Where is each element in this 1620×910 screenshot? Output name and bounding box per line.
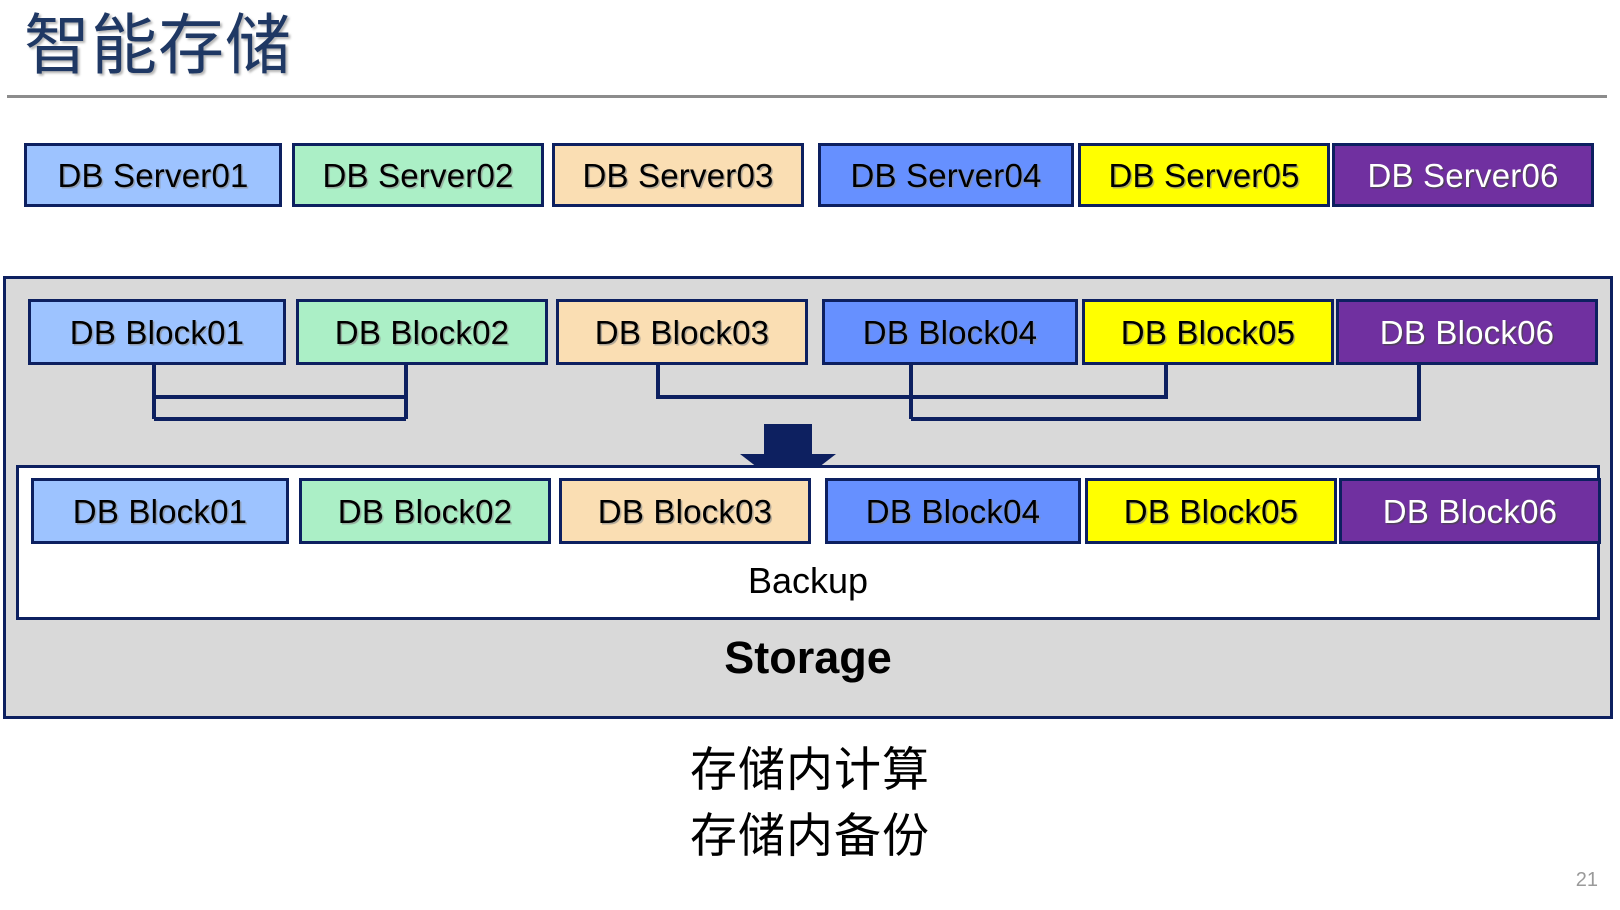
page-title: 智能存储 [24, 8, 292, 82]
db-server-box-5[interactable]: DB Server05 [1078, 143, 1330, 207]
db-server-box-3[interactable]: DB Server03 [552, 143, 804, 207]
db-block-primary-label: DB Block02 [334, 313, 510, 351]
backup-box: Backup DB Block01 DB Block02 DB Block03 DB … [16, 465, 1601, 620]
db-server-box-label: DB Server06 [1367, 156, 1559, 194]
db-block-backup-4[interactable]: DB Block04 [825, 478, 1081, 544]
db-server-box-label: DB Server05 [1108, 156, 1300, 194]
db-server-box-4[interactable]: DB Server04 [818, 143, 1074, 207]
db-block-backup-1[interactable]: DB Block01 [31, 478, 289, 544]
db-block-primary-6[interactable]: DB Block06 [1336, 299, 1598, 365]
db-block-backup-5[interactable]: DB Block05 [1085, 478, 1337, 544]
db-block-primary-4[interactable]: DB Block04 [822, 299, 1078, 365]
db-block-primary-2[interactable]: DB Block02 [296, 299, 548, 365]
db-block-backup-label: DB Block02 [337, 492, 513, 530]
db-server-box-6[interactable]: DB Server06 [1332, 143, 1594, 207]
db-server-box-label: DB Server04 [850, 156, 1042, 194]
db-block-backup-6[interactable]: DB Block06 [1339, 478, 1601, 544]
caption-line-2: 存储内备份 [690, 809, 930, 862]
backup-label: Backup [747, 560, 869, 601]
db-server-box-1[interactable]: DB Server01 [24, 143, 282, 207]
db-server-box-label: DB Server01 [57, 156, 249, 194]
db-block-backup-label: DB Block05 [1123, 492, 1299, 530]
db-block-backup-label: DB Block06 [1382, 492, 1558, 530]
db-block-backup-2[interactable]: DB Block02 [299, 478, 551, 544]
db-block-primary-label: DB Block06 [1379, 313, 1555, 351]
db-block-primary-label: DB Block01 [69, 313, 245, 351]
db-block-primary-label: DB Block05 [1120, 313, 1296, 351]
db-block-primary-3[interactable]: DB Block03 [556, 299, 808, 365]
db-block-backup-3[interactable]: DB Block03 [559, 478, 811, 544]
db-block-backup-label: DB Block01 [72, 492, 248, 530]
db-server-box-label: DB Server02 [322, 156, 514, 194]
page-number: 21 [1575, 869, 1598, 891]
db-block-backup-label: DB Block03 [597, 492, 773, 530]
db-block-primary-label: DB Block04 [862, 313, 1038, 351]
db-block-primary-label: DB Block03 [594, 313, 770, 351]
db-block-backup-label: DB Block04 [865, 492, 1041, 530]
db-server-box-label: DB Server03 [582, 156, 774, 194]
caption-line-1: 存储内计算 [690, 743, 930, 796]
storage-container: Backup DB Block01 DB Block02 DB Block03 DB … [3, 276, 1613, 719]
db-block-primary-5[interactable]: DB Block05 [1082, 299, 1334, 365]
title-divider [7, 95, 1607, 98]
db-server-box-2[interactable]: DB Server02 [292, 143, 544, 207]
storage-label: Storage [724, 632, 892, 683]
db-block-primary-1[interactable]: DB Block01 [28, 299, 286, 365]
